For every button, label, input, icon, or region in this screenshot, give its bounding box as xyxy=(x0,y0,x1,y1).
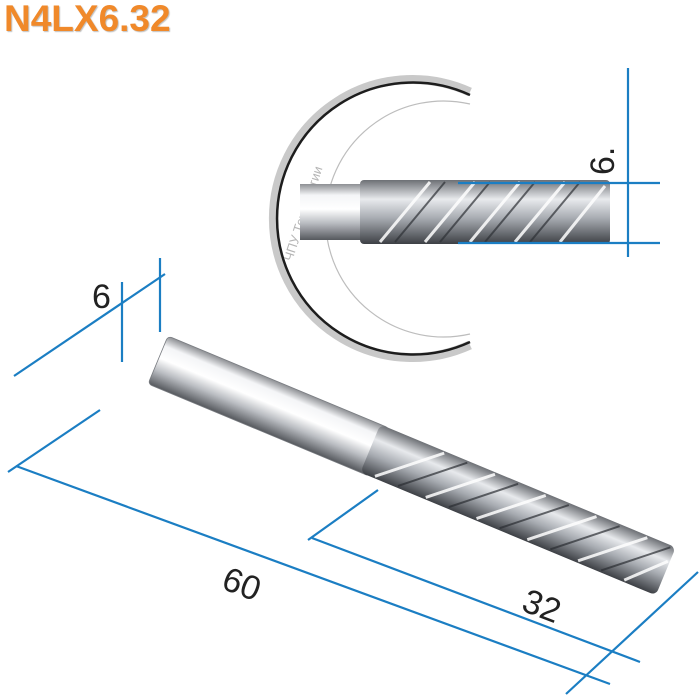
cutting-diameter-label: 6. xyxy=(584,147,622,175)
cutting-length-label: 32 xyxy=(517,582,566,631)
product-title: N4LX6.32 xyxy=(4,0,171,39)
end-mill-tool xyxy=(148,336,674,594)
dimension-cutting-diameter: 6. xyxy=(458,68,660,257)
magnifier-dark-arc xyxy=(275,81,471,356)
shank-diameter-label: 6 xyxy=(92,278,111,316)
dimension-shank-diameter: 6 xyxy=(13,258,166,377)
overall-length-label: 60 xyxy=(217,560,266,609)
magnifier-outer-arc xyxy=(268,75,472,362)
magnified-cutter xyxy=(300,180,610,244)
